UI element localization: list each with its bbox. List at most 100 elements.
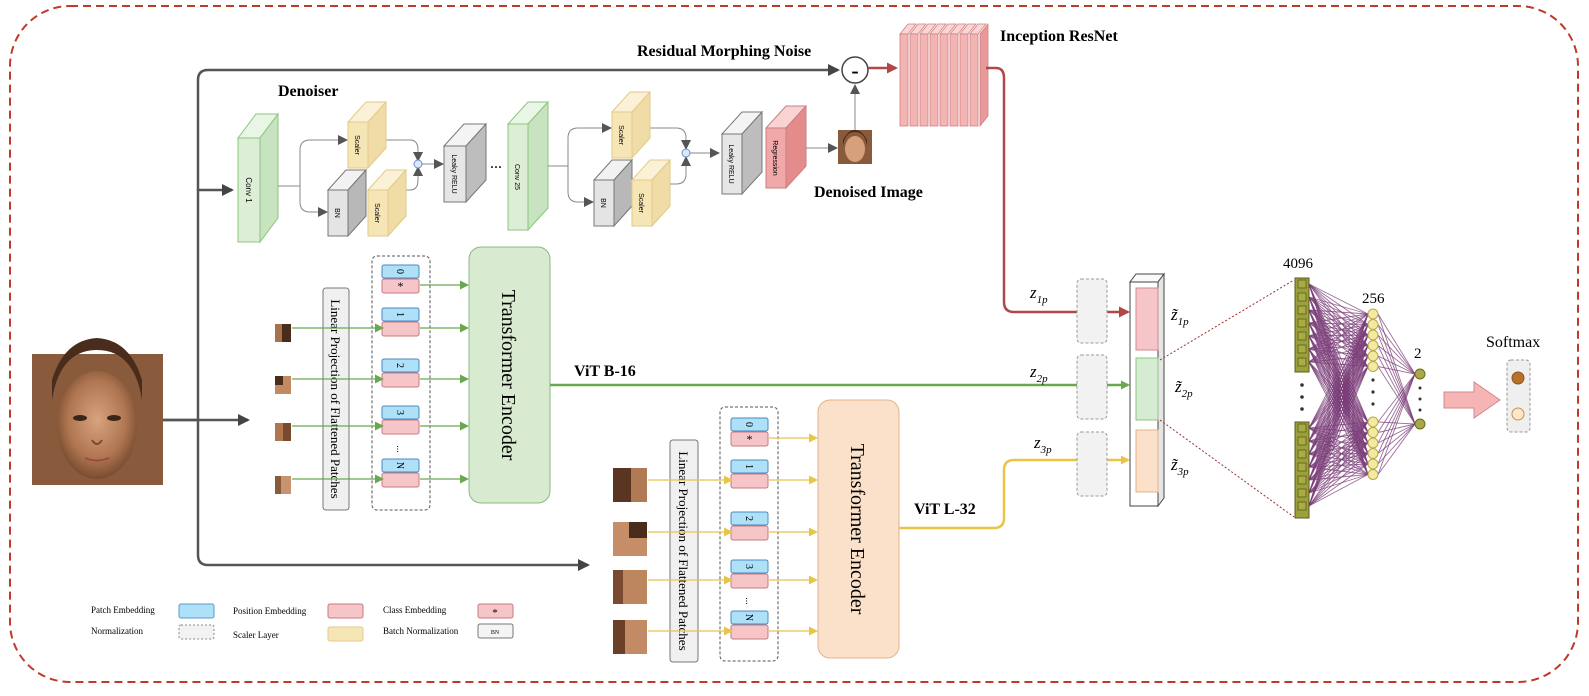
norm-box-z2 <box>1076 354 1108 420</box>
position-index: 0 <box>394 269 405 274</box>
vitb-transformer-encoder: Transformer Encoder <box>468 246 551 504</box>
vitl-to-z3-arrow <box>899 455 1130 530</box>
fc-ellipsis-dot <box>1418 397 1422 401</box>
inception-layer <box>929 33 939 127</box>
patch-token <box>381 264 420 279</box>
inception-layer <box>899 33 909 127</box>
vitl-transformer-label: Transformer Encoder <box>846 444 868 615</box>
fc-node-4096 <box>1297 488 1307 498</box>
norm-box-z1 <box>1076 278 1108 344</box>
fc-edge <box>1308 442 1369 494</box>
fc-node-4096 <box>1297 305 1307 315</box>
token-ellipsis: ... <box>394 445 405 453</box>
fc-edge <box>1308 366 1369 494</box>
fc-edge <box>1377 324 1416 375</box>
fc-edge <box>1308 309 1369 315</box>
fc-node-4096 <box>1297 423 1307 433</box>
scaler-block-1b: Scaler <box>366 168 408 238</box>
denoised-image-thumb <box>838 130 872 164</box>
position-embedding-token <box>730 525 769 541</box>
fc-edge <box>1308 313 1369 350</box>
input-to-residual-arrow <box>196 64 840 190</box>
vitb-token-stack: 0*123N... <box>381 264 420 488</box>
leaky-relu-label-2: Leaky RELU <box>727 144 734 183</box>
inception-layer <box>949 33 959 127</box>
vitl-linear-projection: Linear Projection of Flattened Patches <box>669 439 699 663</box>
inception-layer-side <box>979 22 989 128</box>
zt1-label: z̃1p <box>1170 305 1189 328</box>
vitl-patches <box>613 468 647 654</box>
scaler-block-2b: Scaler <box>630 158 672 228</box>
fc-edge <box>1308 474 1369 507</box>
vitl-linear-projection-label: Linear Projection of Flattened Patches <box>676 451 691 650</box>
fc-edge <box>1377 373 1416 433</box>
position-index: 1 <box>743 464 754 469</box>
fc-edge <box>1308 313 1369 337</box>
fc-edge <box>1308 324 1369 337</box>
vitb-linear-projection-label: Linear Projection of Flattened Patches <box>328 299 343 498</box>
fc-edges <box>1308 283 1416 507</box>
fc-projection-bottom <box>1159 419 1295 518</box>
fc-edge <box>1377 373 1416 465</box>
bn-label-1: BN <box>333 208 340 218</box>
legend-patch-embedding: Patch Embedding <box>91 605 155 615</box>
leaky-relu-label-1: Leaky RELU <box>450 154 457 193</box>
fc-edge <box>1377 366 1416 375</box>
inception-layer <box>969 33 979 127</box>
fc-edge <box>1308 283 1369 315</box>
fc-node-256 <box>1367 469 1379 480</box>
fc-edge <box>1308 313 1369 324</box>
minus-node <box>841 56 869 84</box>
residual-noise-label: Residual Morphing Noise <box>637 43 811 60</box>
bn-label-2: BN <box>599 198 606 208</box>
position-index: 0 <box>743 422 754 427</box>
fc-ellipsis-dot <box>1418 386 1422 390</box>
fc-node-4096 <box>1297 279 1307 289</box>
fc-node-256 <box>1367 340 1379 351</box>
fc-edge <box>1308 463 1369 494</box>
fc-edge <box>1308 453 1369 494</box>
position-index: N <box>394 462 405 469</box>
vitb-patches <box>275 324 291 494</box>
fc-edge <box>1308 366 1369 481</box>
fc-edge <box>1308 334 1369 507</box>
bn-block-1: BN <box>326 168 368 238</box>
inception-layer <box>959 33 969 127</box>
fc-edge <box>1377 334 1416 425</box>
fc-edge <box>1308 313 1369 468</box>
leaky-relu-block-1: Leaky RELU <box>442 122 488 204</box>
fc-node-2 <box>1414 418 1426 430</box>
fc-node-256 <box>1367 319 1379 330</box>
input-face-image <box>32 338 163 485</box>
position-embedding-token <box>381 372 420 388</box>
fc-edge <box>1308 432 1369 507</box>
fc-edge <box>1377 355 1416 375</box>
fc-edge <box>1308 355 1369 481</box>
fc-ellipsis-dot <box>1371 390 1375 394</box>
fc-ellipsis-dot <box>1300 395 1304 399</box>
inception-resnet-block <box>899 22 989 128</box>
fc-edge <box>1308 313 1369 442</box>
vitl-transformer-encoder: Transformer Encoder <box>817 399 900 659</box>
fc-node-256 <box>1367 458 1379 470</box>
bn-block-2: BN <box>592 158 634 228</box>
fc-edge <box>1377 334 1416 375</box>
input-to-vitl-arrow <box>196 420 590 571</box>
z2-label: z2p <box>1029 362 1048 385</box>
fc-2-label: 2 <box>1414 346 1422 362</box>
fc-4096-label: 4096 <box>1283 256 1314 272</box>
fc-edge <box>1308 366 1369 468</box>
fc-edge <box>1308 313 1369 494</box>
fc-edge <box>1308 345 1369 468</box>
fc-ellipsis-dot <box>1371 402 1375 406</box>
conv1-block: Conv 1 <box>237 112 279 244</box>
fc-edge <box>1308 324 1369 363</box>
fc-node-256 <box>1367 361 1379 372</box>
scaler-label-2b: Scaler <box>637 193 644 214</box>
fc-node-4096 <box>1297 318 1307 328</box>
position-index: N <box>743 614 754 621</box>
fc-ellipsis-dot <box>1418 408 1422 412</box>
fc-edge <box>1308 421 1369 507</box>
z1-label: z1p <box>1029 283 1048 306</box>
